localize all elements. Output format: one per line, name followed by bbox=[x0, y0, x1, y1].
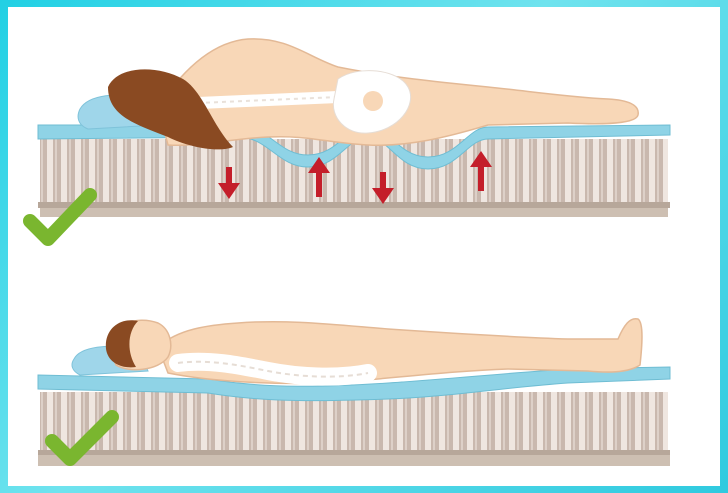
illustration-card bbox=[8, 7, 720, 486]
back-sleeper-panel bbox=[38, 319, 670, 466]
side-sleeper-panel bbox=[30, 39, 670, 239]
mattress-illustration bbox=[8, 7, 720, 486]
